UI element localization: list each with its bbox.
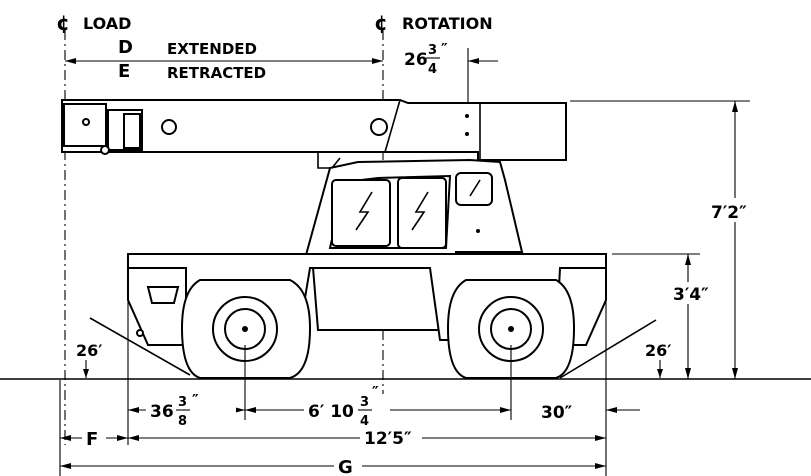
wheelbase-arrow-l xyxy=(245,407,256,413)
wheelbase-num: 3 xyxy=(360,395,369,410)
wheelbase-den: 4 xyxy=(360,414,369,429)
boom-joint-line xyxy=(384,99,401,153)
boom-tip-hole xyxy=(82,118,90,126)
de-arrow-right xyxy=(372,58,383,64)
label-f: F xyxy=(86,429,98,450)
front-step xyxy=(136,329,144,337)
rotation-offset-dim: 26 3 4 ″ xyxy=(404,40,498,140)
height-deck-label-bg xyxy=(670,282,710,304)
front-overhang-den: 8 xyxy=(178,414,187,429)
overall-length-arrow-l xyxy=(128,435,139,441)
overall-length-label: 12′5″ xyxy=(364,429,412,449)
boom-hole-1 xyxy=(161,119,177,135)
boom-tip-pin xyxy=(123,113,141,149)
de-arrow-left xyxy=(65,58,76,64)
label-d: D xyxy=(118,37,133,58)
load-cl-label: ¢ LOAD xyxy=(56,11,131,35)
wheelbase-arrow-r xyxy=(500,407,511,413)
angle-left-label: 26′ xyxy=(76,341,102,360)
front-overhang-arrow-r xyxy=(234,407,245,413)
label-e: E xyxy=(118,61,130,82)
cab-window-left xyxy=(331,179,391,247)
g-arrow-l xyxy=(60,463,71,469)
boom xyxy=(61,99,567,169)
rear-overhang-arrow xyxy=(606,407,617,413)
boom-pin-2 xyxy=(465,132,469,136)
front-overhang-label-bg xyxy=(146,396,236,428)
g-arrow-r xyxy=(595,463,606,469)
wheelbase-whole: 6′ 10 xyxy=(308,402,354,422)
front-overhang-label: 36 3 8 ″ xyxy=(150,391,199,429)
height-deck-arrow-top xyxy=(685,254,691,265)
angle-left-arrow xyxy=(83,369,89,378)
boom-hole-2 xyxy=(370,118,388,136)
front-light xyxy=(146,286,180,304)
label-g: G xyxy=(338,457,353,476)
cab-rivet xyxy=(476,229,480,233)
f-label-bg xyxy=(82,426,106,448)
f-arrow-r xyxy=(117,435,128,441)
height-total-arrow-top xyxy=(732,101,738,112)
glass-glint-right xyxy=(411,191,429,231)
rot-offset-unit: ″ xyxy=(441,40,448,58)
angle-right-label: 26′ xyxy=(645,341,671,360)
height-total-arrow-bottom xyxy=(732,368,738,379)
label-retracted: RETRACTED xyxy=(167,64,266,82)
rotation-cl-symbol: ¢ xyxy=(374,11,388,35)
height-total-label-bg xyxy=(722,198,752,222)
rear-overhang-label: 30″ xyxy=(541,403,573,423)
boom-cylinder-bracket xyxy=(317,152,341,169)
height-deck-label: 3′4″ xyxy=(673,285,709,305)
wheelbase-unit: ″ xyxy=(372,383,379,401)
wheelbase-label: 6′ 10 3 4 ″ xyxy=(308,383,379,429)
rotation-cl-label: ¢ ROTATION xyxy=(374,11,493,35)
rear-wheel xyxy=(446,279,576,379)
front-overhang-unit: ″ xyxy=(192,391,199,409)
glass-glint-left xyxy=(355,191,373,231)
approach-angle-line xyxy=(89,317,191,376)
load-cl-symbol: ¢ xyxy=(56,11,70,35)
front-overhang-arrow-l xyxy=(128,407,139,413)
front-overhang-whole: 36 xyxy=(150,402,174,422)
overall-length-label-bg xyxy=(360,426,422,448)
rot-offset-num: 3 xyxy=(428,43,437,58)
rot-offset-whole: 26 xyxy=(404,50,428,70)
front-overhang-num: 3 xyxy=(178,395,187,410)
cab-window-right xyxy=(397,177,447,249)
rear-axle xyxy=(508,326,514,332)
rot-offset-arrow xyxy=(468,58,479,64)
height-deck-arrow-bottom xyxy=(685,368,691,379)
side-window-glint xyxy=(469,179,481,197)
wheelbase-label-bg xyxy=(304,394,390,428)
f-arrow-l xyxy=(60,435,71,441)
rotation-cl-text: ROTATION xyxy=(402,14,493,33)
boom-hook xyxy=(100,145,110,155)
overall-length-arrow-r xyxy=(595,435,606,441)
g-label-bg xyxy=(334,454,362,476)
rot-offset-den: 4 xyxy=(428,62,437,77)
departure-angle-line xyxy=(559,319,657,379)
load-cl-text: LOAD xyxy=(83,14,131,33)
height-total-label: 7′2″ xyxy=(711,203,747,223)
cab xyxy=(304,158,524,331)
front-axle xyxy=(242,326,248,332)
boom-pin-1 xyxy=(465,114,469,118)
front-wheel xyxy=(180,279,312,379)
angle-right-arrow xyxy=(657,369,663,378)
label-extended: EXTENDED xyxy=(167,40,257,58)
